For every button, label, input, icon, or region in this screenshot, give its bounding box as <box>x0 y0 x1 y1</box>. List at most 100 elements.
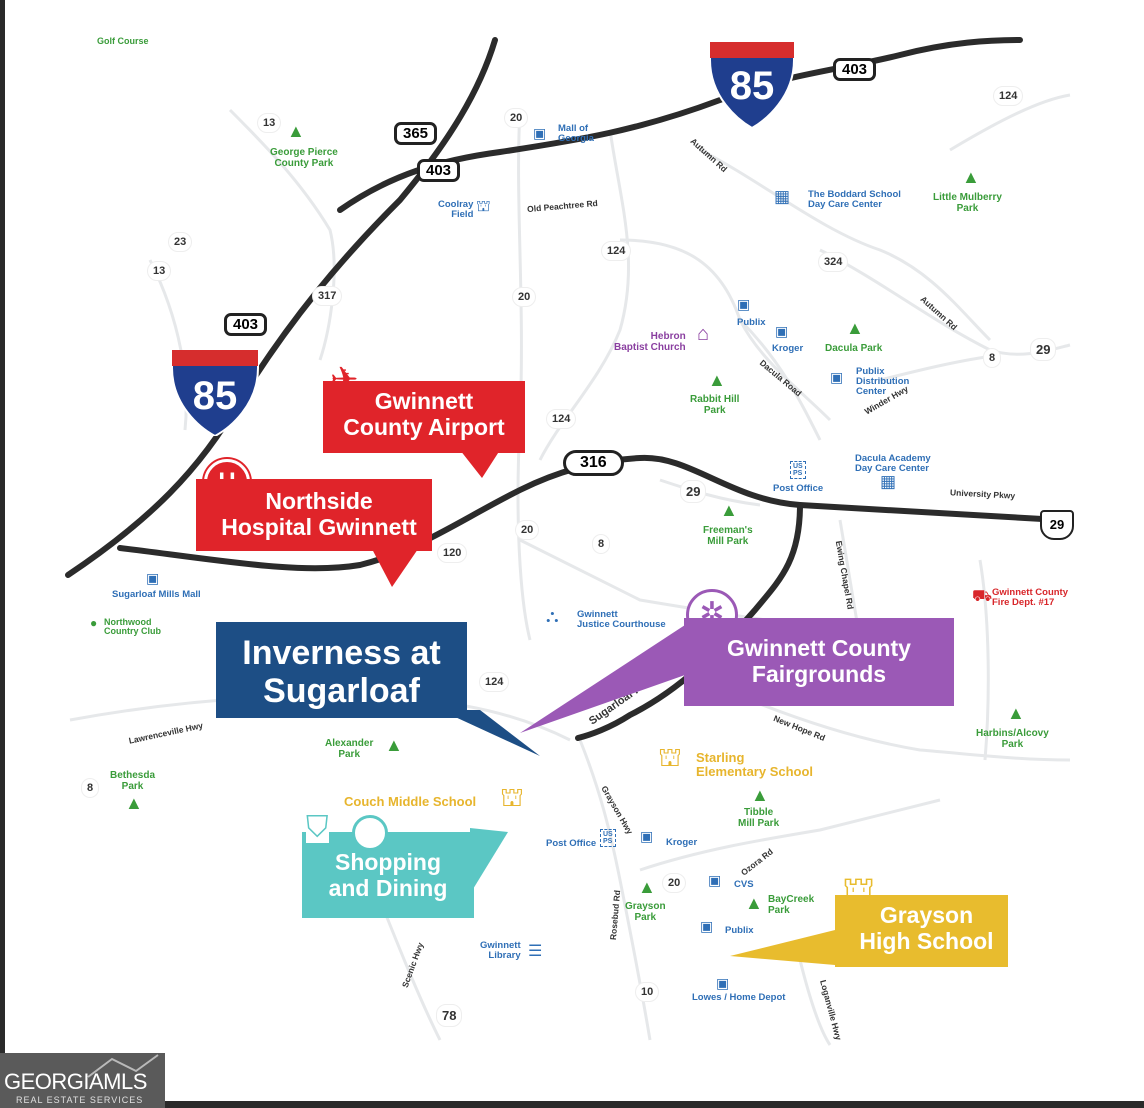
tree-icon: ▲ <box>125 793 143 813</box>
tree-icon: ▲ <box>287 121 305 141</box>
shopping-bag-icon: ▣ <box>700 918 714 934</box>
place-lowes-home-depot: Lowes / Home Depot <box>692 992 786 1003</box>
callout-shopping: Shopping and Dining <box>302 832 474 918</box>
place-tibble-mill: Tibble Mill Park <box>738 807 780 829</box>
tree-icon: ▲ <box>638 877 656 897</box>
shopping-bag-icon: ▣ <box>775 323 789 339</box>
minor-road <box>659 478 761 507</box>
place-kroger-1: Kroger <box>772 343 804 354</box>
shopping-bag-icon: ⛉ <box>306 811 329 844</box>
route-marker: 317 <box>312 286 343 306</box>
golf-icon: ● <box>90 616 98 630</box>
route-marker: 13 <box>257 113 282 133</box>
logo-main-text: GEORGIAMLS <box>4 1069 147 1094</box>
place-publix-1: Publix <box>737 317 766 328</box>
shopping-bag-icon: ▣ <box>640 828 654 844</box>
i85-shield-top-number: 85 <box>729 64 775 108</box>
church-icon: ⌂ <box>697 323 710 345</box>
shopping-bag-icon: ▣ <box>146 570 160 586</box>
minor-road <box>738 318 822 441</box>
route-316-shield: 316 <box>563 450 624 476</box>
stadium-icon: ⛫ <box>476 198 491 215</box>
route-403-top-shield: 403 <box>833 58 877 81</box>
place-golf-course: Golf Course <box>97 36 149 46</box>
i85-shield-top: 85 <box>706 41 798 130</box>
place-harbins-park: Harbins/Alcovy Park <box>976 728 1049 750</box>
place-grayson-park: Grayson Park <box>625 901 666 923</box>
minor-road <box>639 798 941 872</box>
shopping-bag-icon: ▣ <box>708 872 722 888</box>
minor-road <box>949 93 1071 152</box>
callout-airport: Gwinnett County Airport <box>323 381 525 453</box>
callout-fairgrounds: Gwinnett County Fairgrounds <box>684 618 954 706</box>
left-border <box>0 0 5 1108</box>
grayson-high-callout-pointer <box>730 930 835 965</box>
tree-icon: ▲ <box>745 893 763 913</box>
route-marker: 29 <box>1030 338 1057 361</box>
tree-icon: ▲ <box>720 500 738 520</box>
place-dacula-park: Dacula Park <box>825 343 883 354</box>
minor-road <box>749 698 1071 762</box>
fairgrounds-callout-pointer <box>520 625 685 733</box>
shopping-bag-icon: ▣ <box>737 296 751 312</box>
tree-icon: ▲ <box>385 735 403 755</box>
i85-highway <box>65 37 498 578</box>
school-icon: ⛫ <box>500 782 524 812</box>
route-marker: 124 <box>546 409 577 429</box>
school-icon: ⛫ <box>658 742 682 772</box>
route-marker: 8 <box>592 534 611 554</box>
place-dacula-academy: Dacula Academy Day Care Center <box>855 453 931 474</box>
tree-icon: ▲ <box>1007 703 1025 723</box>
tree-icon: ▲ <box>708 370 726 390</box>
minor-road <box>516 109 532 641</box>
dining-plate-icon <box>352 815 388 851</box>
route-marker: 10 <box>635 982 660 1002</box>
route-marker: 20 <box>504 108 529 128</box>
place-publix-distribution: Publix Distribution Center <box>856 366 910 397</box>
callout-grayson-high: Grayson High School <box>835 895 1008 967</box>
minor-road <box>228 108 336 361</box>
courthouse-icon: ⛬ <box>546 606 559 626</box>
route-403-left-shield: 403 <box>224 313 268 336</box>
route-marker: 8 <box>81 778 100 798</box>
airport-callout-pointer <box>460 450 500 478</box>
route-marker: 20 <box>512 287 537 307</box>
route-marker: 13 <box>147 261 172 281</box>
i85-shield-left: 85 <box>168 349 262 438</box>
place-northwood-cc: Northwood Country Club <box>104 617 161 637</box>
tree-icon: ▲ <box>751 785 769 805</box>
route-marker: 20 <box>662 873 687 893</box>
place-cvs: CVS <box>734 879 754 890</box>
place-post-office-2: Post Office <box>546 838 597 849</box>
shopping-callout-pointer <box>470 828 508 894</box>
route-403-highway <box>337 37 1023 213</box>
place-couch-middle: Couch Middle School <box>344 794 477 809</box>
place-sugarloaf-mills: Sugarloaf Mills Mall <box>112 589 201 600</box>
place-post-office-1: Post Office <box>773 483 824 494</box>
callout-hospital: Northside Hospital Gwinnett <box>196 479 432 551</box>
tree-icon: ▲ <box>962 167 980 187</box>
route-marker: 124 <box>601 241 632 261</box>
route-marker: 124 <box>993 86 1024 106</box>
place-little-mulberry: Little Mulberry Park <box>933 192 1002 214</box>
fire-truck-icon: ⛟ <box>972 588 993 605</box>
route-marker: 29 <box>680 480 707 503</box>
place-bethesda-park: Bethesda Park <box>110 770 156 792</box>
shopping-bag-icon: ▣ <box>830 369 844 385</box>
place-george-pierce: George Pierce County Park <box>270 147 338 169</box>
place-kroger-2: Kroger <box>666 837 698 848</box>
route-marker: 78 <box>436 1004 463 1027</box>
library-book-icon: ☰ <box>528 943 543 960</box>
tree-icon: ▲ <box>846 318 864 338</box>
place-alexander-park: Alexander Park <box>325 738 374 760</box>
shopping-bag-icon: ▣ <box>716 975 730 991</box>
i85-shield-left-number: 85 <box>192 374 238 418</box>
hospital-callout-pointer <box>372 549 418 587</box>
place-publix-2: Publix <box>725 925 754 936</box>
school-abc-icon: ▦ <box>880 472 897 491</box>
place-rabbit-hill: Rabbit Hill Park <box>690 394 740 416</box>
georgia-mls-logo: GEORGIAMLS REAL ESTATE SERVICES <box>0 1053 165 1108</box>
